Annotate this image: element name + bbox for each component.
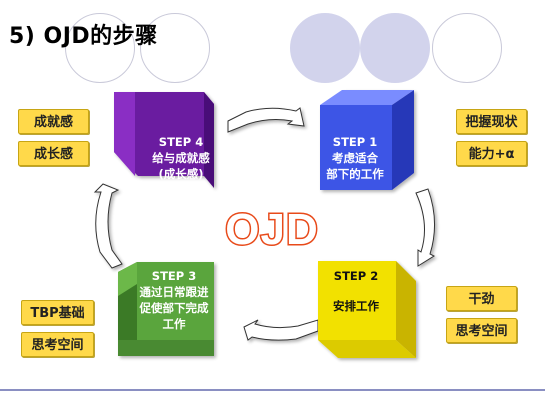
step3-label: STEP 3 [151, 269, 197, 283]
step3-cube [118, 262, 214, 356]
decorative-circle [140, 13, 210, 83]
step2-cube [318, 261, 416, 358]
step3-text: STEP 3 通过日常跟进 促使部下完成 工作 [124, 268, 224, 332]
step1-text: STEP 1 考虑适合 部下的工作 [312, 134, 398, 182]
step4-line: 给与成就感 [152, 151, 210, 165]
step2-line: 安排工作 [333, 299, 379, 313]
center-ojd-text: OJD [225, 205, 318, 254]
slide-title: 5) OJD的步骤 [9, 24, 158, 49]
tag-growth: 成长感 [18, 141, 89, 166]
tag-motivation: 干劲 [446, 286, 517, 311]
tag-tbp-basics: TBP基础 [21, 300, 94, 325]
step4-label: STEP 4 [158, 135, 204, 149]
step3-line: 通过日常跟进 [139, 285, 209, 299]
step1-label: STEP 1 [332, 135, 378, 149]
decorative-circle [432, 13, 502, 83]
arrow-right [415, 188, 436, 267]
step4-line: (成长感) [158, 167, 204, 181]
step3-line: 促使部下完成 [139, 301, 209, 315]
step3-line: 工作 [162, 317, 186, 331]
arrow-left [93, 183, 123, 269]
decorative-circle [360, 13, 430, 83]
decorative-circle [65, 13, 135, 83]
arrow-top [227, 107, 305, 133]
tag-ability: 能力+α [456, 141, 527, 166]
tag-achievement: 成就感 [18, 109, 89, 134]
divider [0, 389, 545, 391]
step1-line: 考虑适合 [332, 151, 378, 165]
step2-label: STEP 2 [333, 269, 379, 283]
step4-cube [114, 92, 214, 188]
step1-cube [320, 90, 414, 190]
tag-thinking-space: 思考空间 [446, 318, 517, 343]
step2-text: STEP 2 安排工作 [318, 268, 394, 314]
step4-text: STEP 4 给与成就感 (成长感) [136, 134, 226, 182]
tag-thinking-space: 思考空间 [21, 332, 94, 357]
decorative-circle [290, 13, 360, 83]
tag-grasp-status: 把握现状 [456, 109, 527, 134]
arrow-bottom [243, 319, 319, 341]
step1-line: 部下的工作 [326, 167, 384, 181]
